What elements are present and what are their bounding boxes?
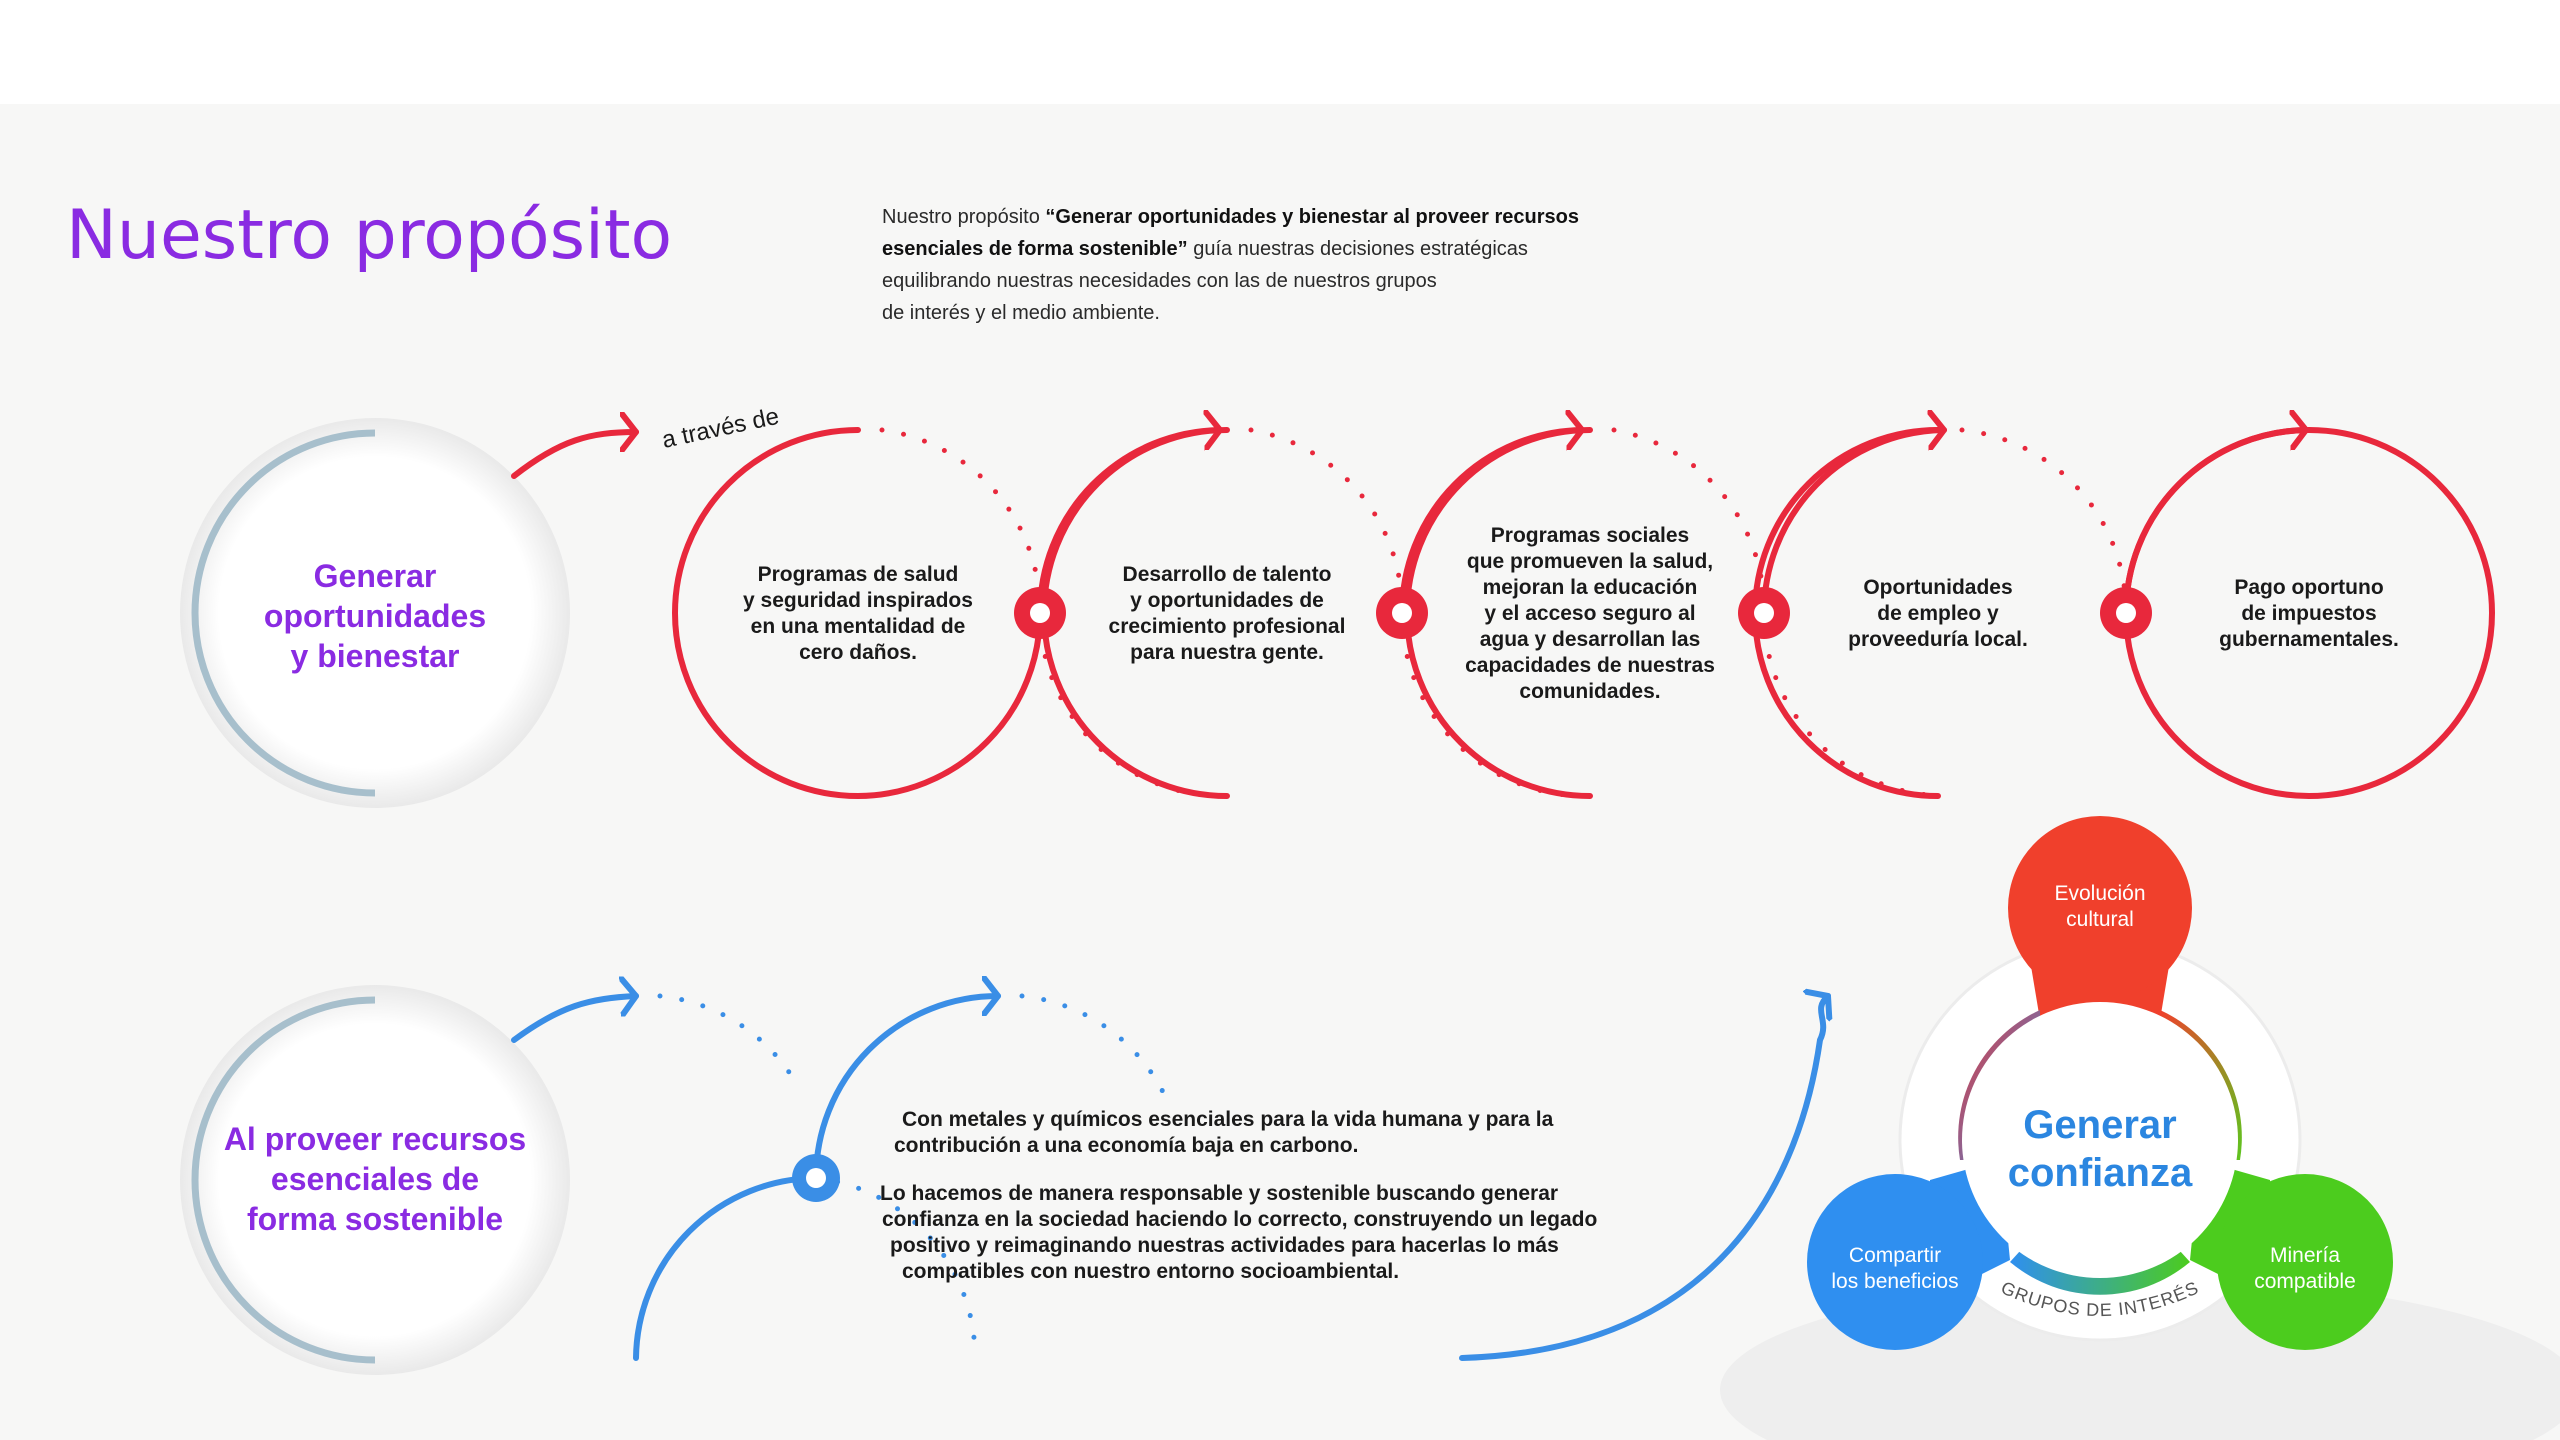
arc-lower bbox=[633, 1175, 819, 1361]
petal-top-line1: Evolución bbox=[2054, 882, 2145, 905]
petal-right bbox=[2217, 1174, 2393, 1350]
row2-paragraph-2: Lo hacemos de manera responsable y soste… bbox=[880, 1182, 1597, 1283]
step-3-line: mejoran la educación bbox=[1483, 576, 1698, 599]
intro-line1-bold: “Generar oportunidades y bienestar al pr… bbox=[1045, 206, 1579, 228]
para2-line: Lo hacemos de manera responsable y soste… bbox=[880, 1182, 1558, 1205]
step-2-text: Desarrollo de talento y oportunidades de… bbox=[1109, 563, 1346, 664]
petal-right-line2: compatible bbox=[2254, 1270, 2356, 1293]
bubble-circle bbox=[180, 985, 570, 1375]
intro-line2-normal: guía nuestras decisiones estratégicas bbox=[1188, 238, 1528, 260]
step-3-text: Programas sociales que promueven la salu… bbox=[1465, 524, 1715, 703]
step-3-line: Programas sociales bbox=[1491, 524, 1689, 547]
step-2-line: crecimiento profesional bbox=[1109, 615, 1346, 638]
para2-line: positivo y reimaginando nuestras activid… bbox=[890, 1234, 1559, 1257]
para1-line: Con metales y químicos esenciales para l… bbox=[902, 1108, 1554, 1131]
step-2-line: y oportunidades de bbox=[1130, 589, 1324, 612]
step-1-line: Programas de salud bbox=[758, 563, 959, 586]
bubble-proveer-recursos: Al proveer recursos esenciales de forma … bbox=[180, 985, 570, 1375]
arrow-to-trust bbox=[1459, 996, 1828, 1361]
node-blue-center bbox=[806, 1168, 826, 1188]
row2-flow: Con metales y químicos esenciales para l… bbox=[511, 993, 1828, 1361]
row2-paragraph-1: Con metales y químicos esenciales para l… bbox=[894, 1108, 1554, 1157]
bubble1-line1: Generar bbox=[314, 558, 437, 594]
step-3-line: capacidades de nuestras bbox=[1465, 654, 1715, 677]
intro-line2-bold: esenciales de forma sostenible” bbox=[882, 238, 1188, 260]
node-red-center-4 bbox=[2116, 603, 2136, 623]
step-5-text: Pago oportuno de impuestos gubernamental… bbox=[2219, 576, 2399, 651]
node-red-center-1 bbox=[1030, 603, 1050, 623]
connector-arrow-blue bbox=[511, 996, 639, 1043]
step-3-line: que promueven la salud, bbox=[1467, 550, 1713, 573]
step-4-line: Oportunidades bbox=[1863, 576, 2012, 599]
step-1-line: cero daños. bbox=[799, 641, 917, 664]
bubble2-line2: esenciales de bbox=[271, 1161, 479, 1197]
step-4-line: de empleo y bbox=[1877, 602, 1999, 625]
bubble-arc bbox=[191, 429, 376, 797]
petal-right-line1: Minería bbox=[2270, 1244, 2340, 1267]
intro-paragraph: Nuestro propósito “Generar oportunidades… bbox=[882, 206, 1579, 324]
svg-text:esenciales de forma sostenible: esenciales de forma sostenible” guía nue… bbox=[882, 238, 1528, 260]
trust-center-line1: Generar bbox=[2023, 1103, 2176, 1147]
intro-line4: de interés y el medio ambiente. bbox=[882, 302, 1160, 324]
step-4-line: proveeduría local. bbox=[1848, 628, 2028, 651]
trust-center-line2: confianza bbox=[2008, 1151, 2193, 1195]
petal-left bbox=[1807, 1174, 1983, 1350]
step-1-line: y seguridad inspirados bbox=[743, 589, 973, 612]
step-3-line: y el acceso seguro al bbox=[1484, 602, 1695, 625]
dotted-arc-lower bbox=[813, 1175, 978, 1359]
dotted-arc-2 bbox=[1019, 993, 1167, 1097]
center-circle bbox=[1962, 1002, 2238, 1278]
step-5-line: Pago oportuno bbox=[2234, 576, 2383, 599]
step-1-line: en una mentalidad de bbox=[751, 615, 966, 638]
step-4-text: Oportunidades de empleo y proveeduría lo… bbox=[1848, 576, 2028, 651]
ring-1-lower-right bbox=[855, 610, 1043, 799]
node-red-center-2 bbox=[1392, 603, 1412, 623]
svg-text:Nuestro propósito “Generar opo: Nuestro propósito “Generar oportunidades… bbox=[882, 206, 1579, 228]
node-red-center-3 bbox=[1754, 603, 1774, 623]
ring-2-dotted-top bbox=[1248, 427, 1405, 616]
bubble-arc bbox=[191, 996, 376, 1364]
petal-top bbox=[2008, 816, 2192, 1000]
intro-line1-normal: Nuestro propósito bbox=[882, 206, 1045, 228]
bubble2-line3: forma sostenible bbox=[247, 1201, 503, 1237]
para1-line: contribución a una economía baja en carb… bbox=[894, 1134, 1358, 1157]
step-1-text: Programas de salud y seguridad inspirado… bbox=[743, 563, 973, 664]
bubble-generar-oportunidades: Generar oportunidades y bienestar bbox=[180, 418, 570, 808]
trust-diagram: Generar confianza Evolución cultural Com… bbox=[1720, 816, 2560, 1440]
petal-top-line2: cultural bbox=[2066, 908, 2134, 931]
dotted-arc bbox=[657, 993, 803, 1093]
ring-5-right bbox=[2306, 427, 2495, 799]
step-3-line: comunidades. bbox=[1519, 680, 1660, 703]
bubble1-line2: oportunidades bbox=[264, 598, 486, 634]
step-3-line: agua y desarrollan las bbox=[1480, 628, 1701, 651]
ring-1-solid bbox=[671, 427, 861, 799]
step-5-line: de impuestos bbox=[2241, 602, 2376, 625]
ring-1-dotted-top bbox=[879, 427, 1043, 616]
para2-line: compatibles con nuestro entorno socioamb… bbox=[902, 1260, 1399, 1283]
connector-arrow bbox=[511, 432, 639, 479]
bubble2-line1: Al proveer recursos bbox=[224, 1121, 526, 1157]
intro-line3: equilibrando nuestras necesidades con la… bbox=[882, 270, 1437, 292]
petal-left-line1: Compartir bbox=[1849, 1244, 1941, 1267]
bubble1-line3: y bienestar bbox=[291, 638, 460, 674]
bubble-circle bbox=[180, 418, 570, 808]
step-2-line: para nuestra gente. bbox=[1130, 641, 1324, 664]
step-5-line: gubernamentales. bbox=[2219, 628, 2399, 651]
row1-flow: a través de Programas de salud y segurid… bbox=[511, 403, 2495, 799]
petal-left-line2: los beneficios bbox=[1831, 1270, 1958, 1293]
page-title: Nuestro propósito bbox=[66, 196, 672, 275]
para2-line: confianza en la sociedad haciendo lo cor… bbox=[882, 1208, 1597, 1231]
step-2-line: Desarrollo de talento bbox=[1123, 563, 1332, 586]
arc-arrow bbox=[813, 996, 1001, 1181]
